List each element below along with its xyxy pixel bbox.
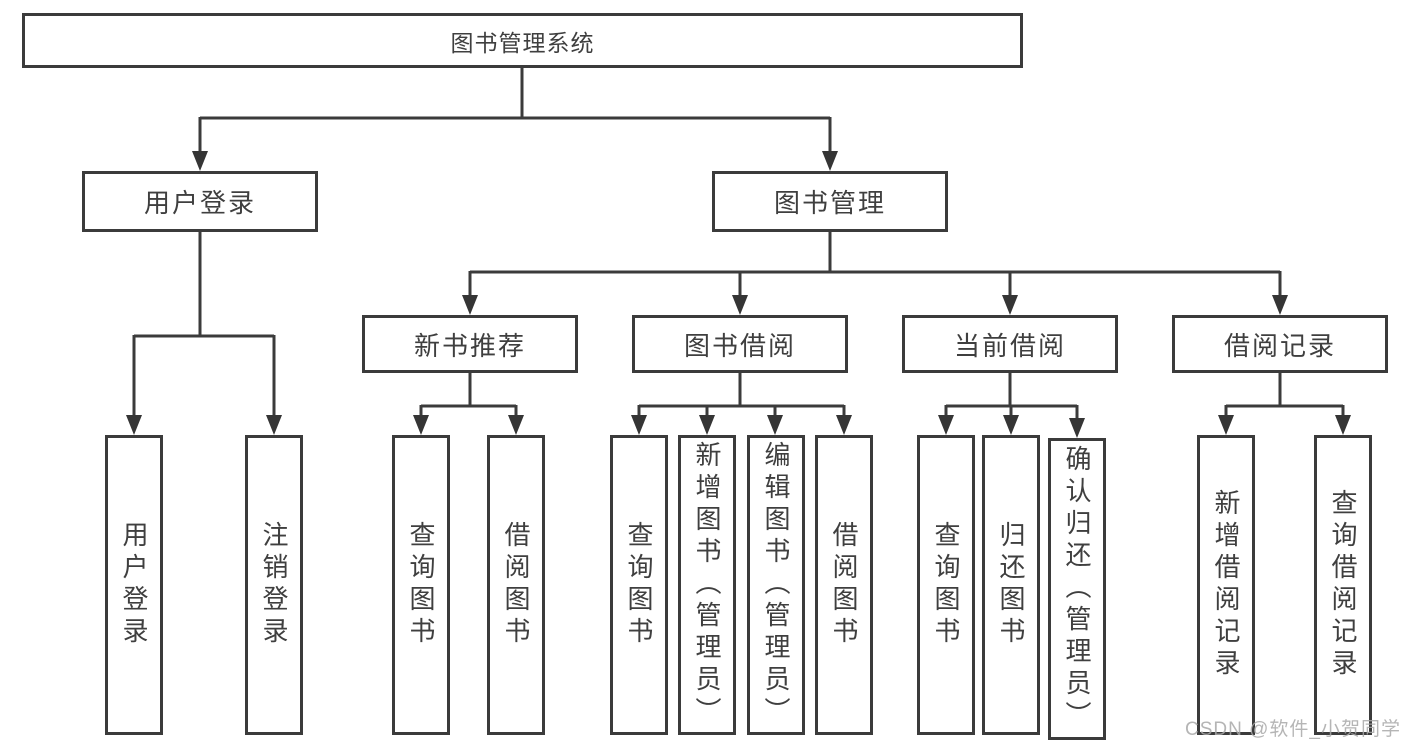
node-current-borrowing: 当前借阅 xyxy=(902,315,1118,373)
leaf-borrow-books-recommend: 借阅图书 xyxy=(487,435,545,735)
leaf-query-borrow-record: 查询借阅记录 xyxy=(1314,435,1372,735)
leaf-query-books-current: 查询图书 xyxy=(917,435,975,735)
node-book-management-branch: 图书管理 xyxy=(712,171,948,232)
leaf-edit-book-admin: 编辑图书（管理员） xyxy=(747,435,805,735)
node-library-management-system: 图书管理系统 xyxy=(22,13,1023,68)
leaf-add-borrow-record: 新增借阅记录 xyxy=(1197,435,1255,735)
node-borrowing-records: 借阅记录 xyxy=(1172,315,1388,373)
leaf-return-books: 归还图书 xyxy=(982,435,1040,735)
leaf-confirm-return-admin: 确认归还（管理员） xyxy=(1048,438,1106,740)
leaf-user-login: 用户登录 xyxy=(105,435,163,735)
leaf-query-books-recommend: 查询图书 xyxy=(392,435,450,735)
node-user-login-branch: 用户登录 xyxy=(82,171,318,232)
node-new-book-recommend: 新书推荐 xyxy=(362,315,578,373)
leaf-query-books-borrowing: 查询图书 xyxy=(610,435,668,735)
node-book-borrowing: 图书借阅 xyxy=(632,315,848,373)
arrowhead-group xyxy=(126,151,1351,438)
leaf-borrow-books-borrowing: 借阅图书 xyxy=(815,435,873,735)
leaf-logout: 注销登录 xyxy=(245,435,303,735)
leaf-add-book-admin: 新增图书（管理员） xyxy=(678,435,736,735)
